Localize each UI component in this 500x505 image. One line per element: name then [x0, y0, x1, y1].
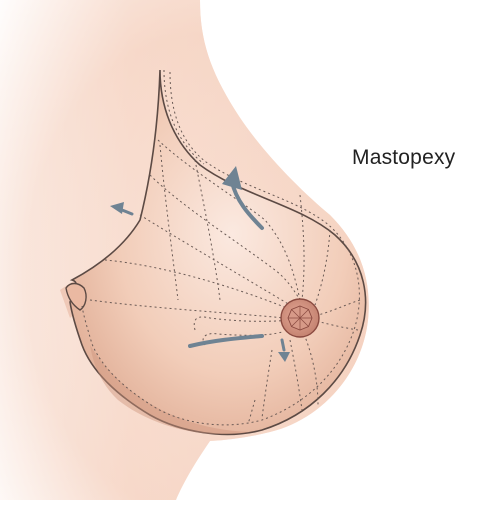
diagram-title: Mastopexy	[352, 146, 456, 169]
curved-arrow-lower	[188, 334, 264, 348]
curved-arrow-left	[120, 208, 134, 216]
areola-icon	[280, 298, 320, 338]
incision-guide-lines	[81, 69, 361, 426]
arrowhead-up	[222, 166, 242, 190]
curved-arrow-down	[280, 338, 286, 352]
inframammary-flap	[65, 282, 87, 311]
breast-shape	[69, 69, 367, 436]
